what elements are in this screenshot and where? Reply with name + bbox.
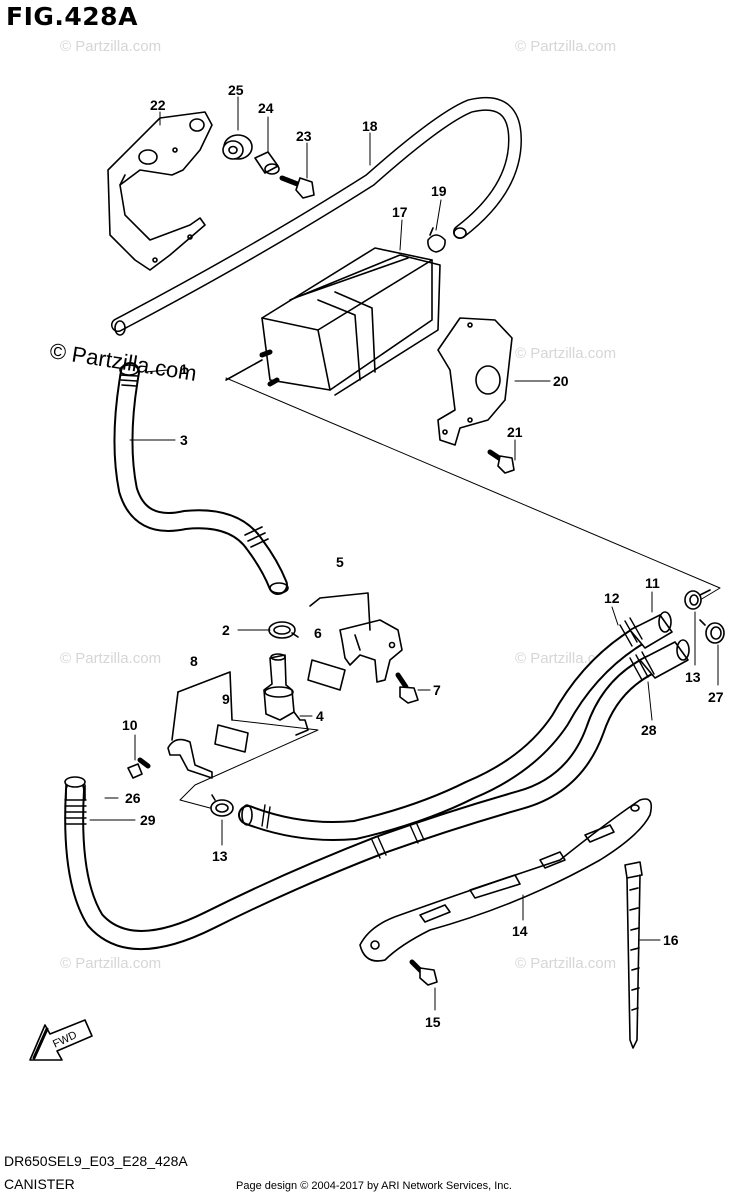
label-1: 1 [180,361,188,377]
page-credit: Page design © 2004-2017 by ARI Network S… [236,1180,512,1192]
collar-24[interactable] [254,151,280,175]
clamp-13-left[interactable] [210,794,234,817]
label-13-left: 13 [212,848,228,864]
label-14: 14 [512,923,528,939]
label-16: 16 [663,932,679,948]
hose-12[interactable] [238,611,673,841]
figure-title: FIG.428A [6,2,138,31]
label-9: 9 [222,691,230,707]
clamp-13-right[interactable] [684,589,711,610]
label-24: 24 [258,100,274,116]
bolt-10[interactable] [127,757,151,779]
label-23: 23 [296,128,312,144]
clamp-19[interactable] [427,227,446,253]
clamp-2[interactable] [268,621,299,639]
fwd-arrow-icon [29,1019,93,1061]
label-22: 22 [150,97,166,113]
tie-band-16[interactable] [624,861,643,1049]
hose-18[interactable] [111,96,522,336]
leader-lines [89,96,719,1011]
label-17: 17 [392,204,408,220]
label-10: 10 [122,717,138,733]
label-29: 29 [140,812,156,828]
label-28: 28 [641,722,657,738]
label-7: 7 [433,682,441,698]
label-27: 27 [708,689,724,705]
label-19: 19 [431,183,447,199]
bracket-5[interactable] [309,592,403,683]
bracket-14[interactable] [359,798,653,962]
cushion-9[interactable] [214,724,249,753]
bolt-23[interactable] [279,175,315,199]
figure-name: CANISTER [4,1176,75,1192]
bracket-20[interactable] [437,317,513,446]
watermark: © Partzilla.com [515,955,617,972]
clamp-27[interactable] [699,619,725,644]
label-4: 4 [316,708,324,724]
label-11: 11 [645,575,660,591]
watermark: © Partzilla.com [60,38,162,55]
label-13-right: 13 [685,669,701,685]
label-21: 21 [507,424,523,440]
label-8: 8 [190,653,198,669]
hose-3[interactable] [113,362,289,595]
bracket-22[interactable] [107,111,213,271]
label-20: 20 [553,373,569,389]
label-18: 18 [362,118,378,134]
label-25: 25 [228,82,244,98]
cushion-6[interactable] [307,659,346,691]
watermark: © Partzilla.com [60,650,162,667]
label-2: 2 [222,622,230,638]
bolt-21[interactable] [487,449,515,474]
label-26: 26 [125,790,141,806]
bolt-7[interactable] [395,672,419,704]
hose-28[interactable] [64,639,690,950]
grommet-25[interactable] [222,134,253,160]
label-6: 6 [314,625,322,641]
label-15: 15 [425,1014,441,1030]
watermark: © Partzilla.com [515,38,617,55]
label-5: 5 [336,554,344,570]
label-3: 3 [180,432,188,448]
clamp-8[interactable] [167,671,233,779]
label-12: 12 [604,590,620,606]
valve-4[interactable] [263,653,309,736]
watermark: © Partzilla.com [515,345,617,362]
canister-17[interactable] [225,247,441,396]
bolt-15[interactable] [409,959,438,986]
figure-code: DR650SEL9_E03_E28_428A [4,1153,188,1169]
watermark: © Partzilla.com [60,955,162,972]
